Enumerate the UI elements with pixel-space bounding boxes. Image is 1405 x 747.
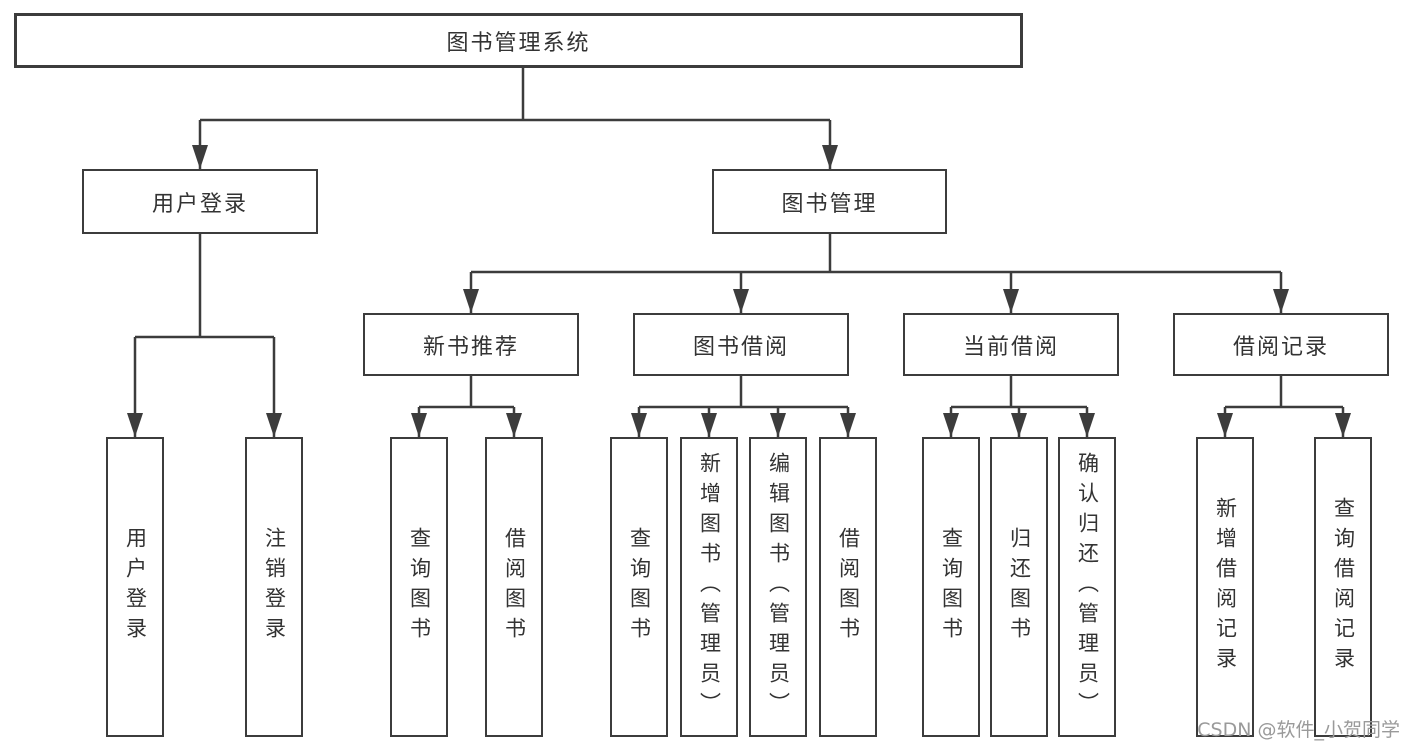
leaf-borrow-books-label: 借阅图书 — [836, 527, 861, 647]
node-current-borrowing-label: 当前借阅 — [962, 334, 1059, 360]
leaf-query-borrow-record-label: 查询借阅记录 — [1331, 497, 1356, 677]
connector-book-mgmt-children — [463, 234, 1289, 313]
connector-root-to-level2 — [192, 68, 838, 169]
leaf-confirm-return-admin: 确认归还（管理员） — [1058, 437, 1116, 737]
leaf-edit-books-admin-label: 编辑图书（管理员） — [766, 452, 791, 722]
leaf-add-books-admin-label: 新增图书（管理员） — [697, 452, 722, 722]
leaf-edit-books-admin: 编辑图书（管理员） — [749, 437, 807, 737]
leaf-query-books-borrowing-label: 查询图书 — [627, 527, 652, 647]
leaf-add-borrow-record: 新增借阅记录 — [1196, 437, 1254, 737]
leaf-confirm-return-admin-label: 确认归还（管理员） — [1075, 452, 1100, 722]
node-library-system-label: 图书管理系统 — [446, 30, 591, 56]
node-borrowing-records-label: 借阅记录 — [1232, 334, 1329, 360]
leaf-logout-label: 注销登录 — [262, 527, 287, 647]
node-library-system: 图书管理系统 — [14, 13, 1023, 68]
leaf-borrow-books: 借阅图书 — [819, 437, 877, 737]
leaf-query-books-current: 查询图书 — [922, 437, 980, 737]
leaf-user-login: 用户登录 — [106, 437, 164, 737]
leaf-borrow-books-recommend-label: 借阅图书 — [502, 527, 527, 647]
node-new-book-recommend-label: 新书推荐 — [422, 334, 519, 360]
connector-user-login-children — [127, 234, 282, 437]
leaf-borrow-books-recommend: 借阅图书 — [485, 437, 543, 737]
leaf-return-books-label: 归还图书 — [1007, 527, 1032, 647]
node-user-login: 用户登录 — [82, 169, 318, 234]
node-book-management-label: 图书管理 — [781, 191, 878, 217]
node-user-login-label: 用户登录 — [151, 191, 248, 217]
connector-current-borrow-children — [943, 376, 1095, 437]
node-book-borrowing-label: 图书借阅 — [692, 334, 789, 360]
node-new-book-recommend: 新书推荐 — [363, 313, 579, 376]
leaf-add-borrow-record-label: 新增借阅记录 — [1213, 497, 1238, 677]
leaf-query-books-borrowing: 查询图书 — [610, 437, 668, 737]
leaf-query-borrow-record: 查询借阅记录 — [1314, 437, 1372, 737]
leaf-add-books-admin: 新增图书（管理员） — [680, 437, 738, 737]
connector-borrow-records-children — [1217, 376, 1351, 437]
leaf-return-books: 归还图书 — [990, 437, 1048, 737]
leaf-query-books-current-label: 查询图书 — [939, 527, 964, 647]
watermark: CSDN @软件_小贺同学 — [1197, 719, 1400, 741]
node-book-borrowing: 图书借阅 — [633, 313, 849, 376]
leaf-logout: 注销登录 — [245, 437, 303, 737]
node-borrowing-records: 借阅记录 — [1173, 313, 1389, 376]
node-book-management: 图书管理 — [712, 169, 947, 234]
connector-book-borrow-children — [631, 376, 856, 437]
node-current-borrowing: 当前借阅 — [903, 313, 1119, 376]
connector-new-books-children — [411, 376, 522, 437]
leaf-query-books-recommend-label: 查询图书 — [407, 527, 432, 647]
leaf-user-login-label: 用户登录 — [123, 527, 148, 647]
leaf-query-books-recommend: 查询图书 — [390, 437, 448, 737]
